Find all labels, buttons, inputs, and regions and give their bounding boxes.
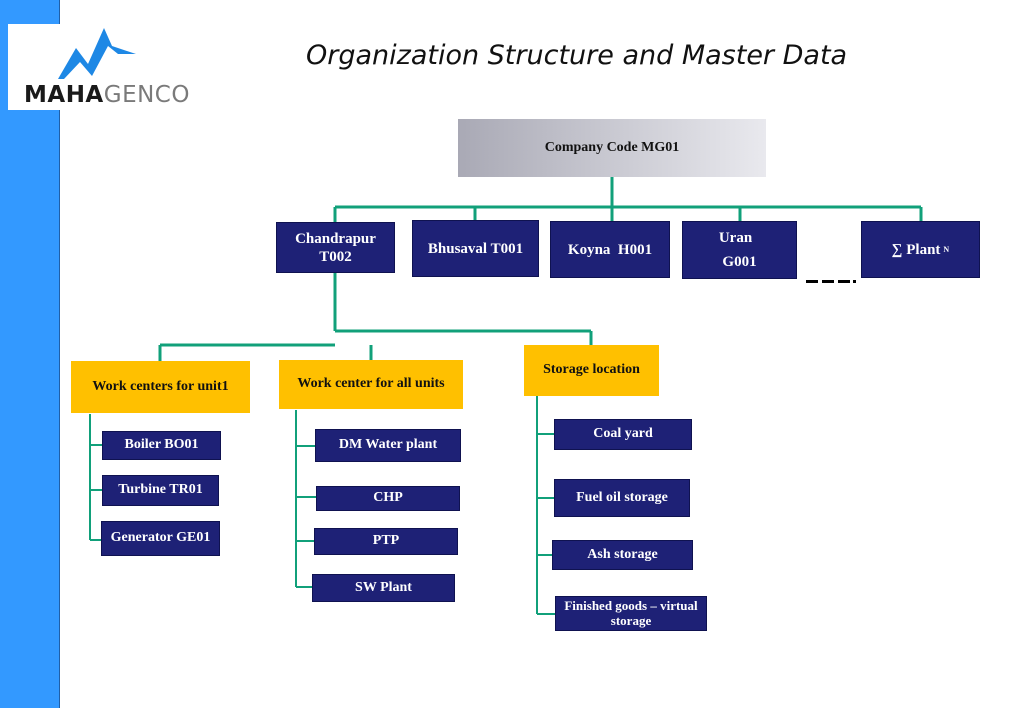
plant-label: ∑ Plant — [891, 241, 941, 258]
logo-text: MAHAGENCO — [24, 82, 190, 108]
group-work-centers-unit1: Work centers for unit1 — [71, 361, 250, 413]
group-work-center-all-units: Work center for all units — [279, 360, 463, 409]
item-chp: CHP — [316, 486, 460, 511]
item-dm-water-plant: DM Water plant — [315, 429, 461, 462]
plant-bhusaval: Bhusaval T001 — [412, 220, 539, 277]
item-finished-goods-storage: Finished goods – virtual storage — [555, 596, 707, 631]
item-sw-plant: SW Plant — [312, 574, 455, 602]
item-turbine: Turbine TR01 — [102, 475, 219, 506]
item-boiler: Boiler BO01 — [102, 431, 221, 460]
ellipsis-dashes — [806, 280, 856, 283]
page-title: Organization Structure and Master Data — [306, 40, 848, 71]
company-code-box: Company Code MG01 — [458, 119, 766, 177]
maha-genco-logo: MAHAGENCO — [8, 24, 194, 110]
item-ptp: PTP — [314, 528, 458, 555]
plant-code: G001 — [722, 254, 757, 270]
plant-name: Uran — [718, 230, 753, 246]
item-fuel-oil-storage: Fuel oil storage — [554, 479, 690, 517]
plant-chandrapur: Chandrapur T002 — [276, 222, 395, 273]
plant-name: Chandrapur — [295, 230, 376, 247]
item-ash-storage: Ash storage — [552, 540, 693, 570]
lightning-icon — [58, 28, 136, 79]
plant-koyna: Koyna H001 — [550, 221, 670, 278]
group-storage-location: Storage location — [524, 345, 659, 396]
sidebar-bar — [0, 0, 60, 708]
item-generator: Generator GE01 — [101, 521, 220, 556]
plant-subscript: N — [943, 244, 950, 254]
item-coal-yard: Coal yard — [554, 419, 692, 450]
plant-uran: Uran G001 — [682, 221, 797, 279]
plant-code: T002 — [319, 248, 352, 265]
